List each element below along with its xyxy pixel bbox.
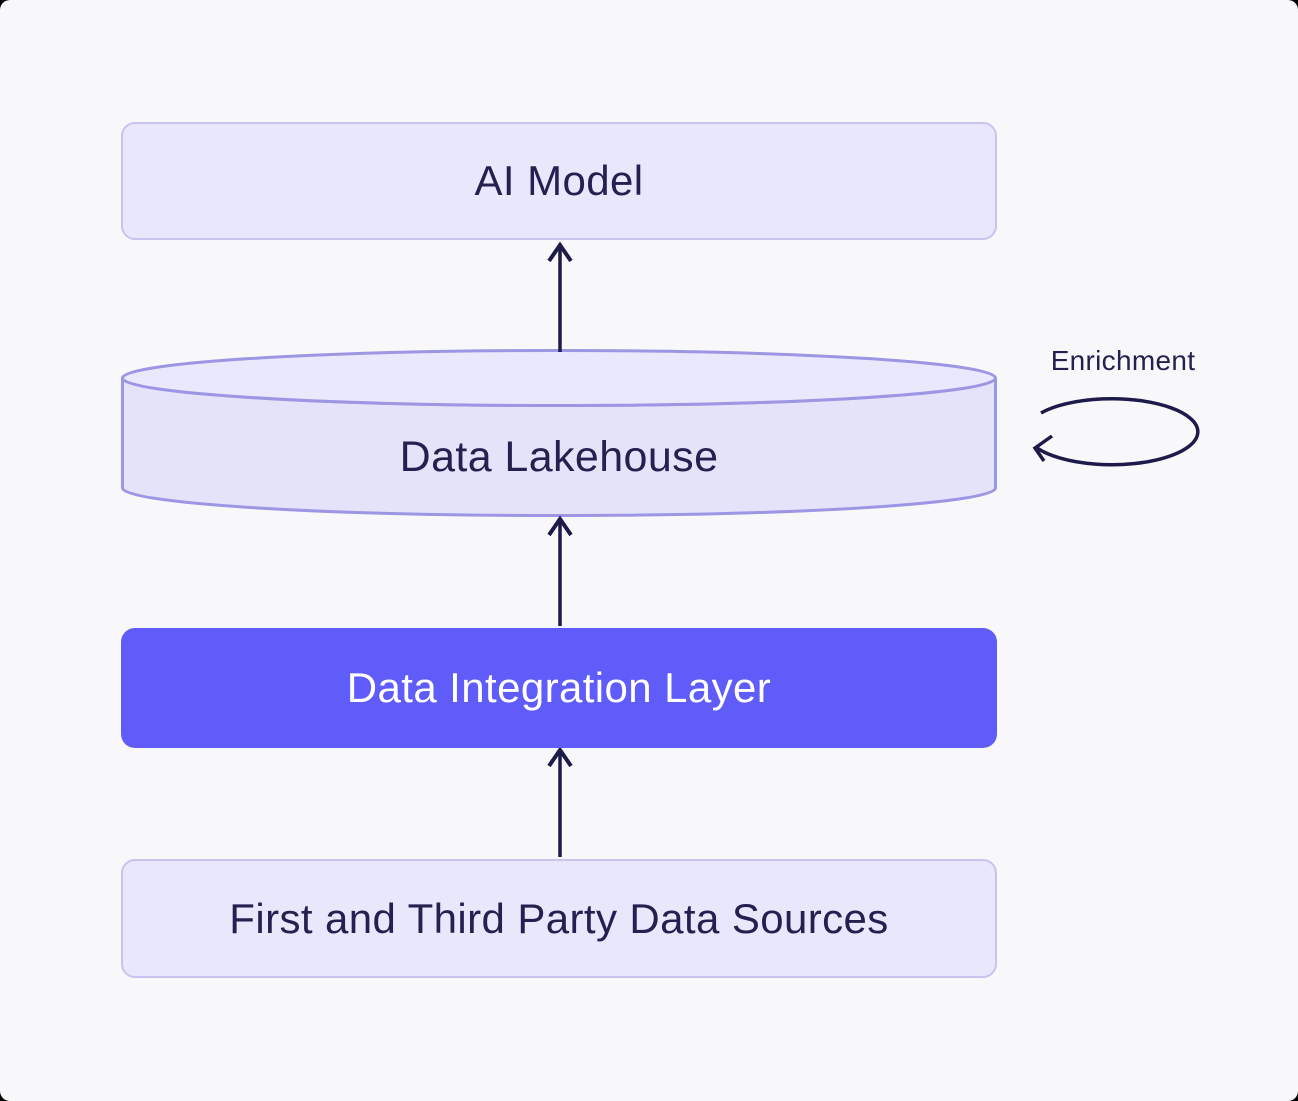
node-ai-model: AI Model — [121, 122, 997, 240]
node-data-sources: First and Third Party Data Sources — [121, 859, 997, 978]
arrow-sources-to-integration — [547, 746, 573, 857]
node-ai-model-label: AI Model — [474, 157, 644, 204]
node-data-sources-label: First and Third Party Data Sources — [229, 894, 889, 942]
node-data-integration-layer: Data Integration Layer — [121, 628, 997, 748]
cylinder-top — [121, 349, 997, 407]
enrichment-label: Enrichment — [1050, 345, 1196, 376]
node-data-lakehouse-label: Data Lakehouse — [399, 433, 719, 481]
enrichment-loop-arrow — [1032, 396, 1200, 467]
arrow-lakehouse-to-aimodel — [547, 241, 573, 352]
arrow-integration-to-lakehouse — [547, 515, 573, 626]
node-data-integration-layer-label: Data Integration Layer — [346, 664, 772, 711]
